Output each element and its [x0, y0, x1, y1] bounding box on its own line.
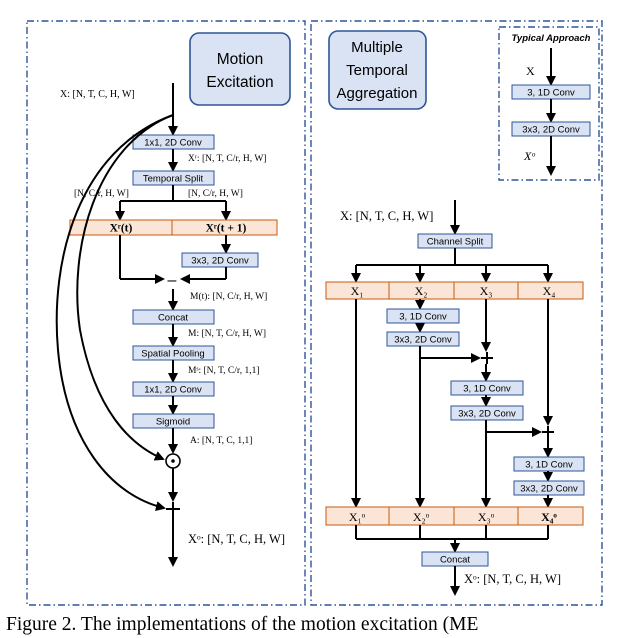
me-concat-label: Concat — [158, 313, 188, 324]
me-panel-frame — [26, 20, 306, 606]
mta-channel-split-label: Channel Split — [427, 237, 484, 248]
mta-x4o-label: X₄ᵒ — [541, 510, 557, 524]
me-xr-t1-label: Xʳ(t + 1) — [206, 223, 247, 235]
me-minus-symbol: – — [168, 272, 177, 289]
me-sigmoid-label: Sigmoid — [156, 417, 190, 428]
me-skip-curve-add — [55, 114, 174, 511]
me-mt-shape: M(t): [N, C/r, H, W] — [190, 291, 267, 302]
me-temporal-split-label: Temporal Split — [143, 174, 204, 185]
figure-caption: Figure 2. The implementations of the mot… — [6, 614, 478, 635]
typical-output-label: Xᵒ — [523, 149, 535, 163]
me-a-shape: A: [N, T, C, 1,1] — [190, 436, 252, 446]
mta-x4-conv2d-label: 3x3, 2D Conv — [520, 484, 578, 495]
mta-input-label: X: [N, T, C, H, W] — [340, 209, 433, 223]
typical-title: Typical Approach — [511, 33, 590, 44]
me-conv1b-label: 1x1, 2D Conv — [144, 385, 202, 396]
mta-x3-conv2d-label: 3x3, 2D Conv — [458, 409, 516, 420]
me-title-box — [189, 32, 291, 106]
me-input-label: X: [N, T, C, H, W] — [60, 89, 135, 100]
typical-approach-frame — [498, 26, 600, 181]
me-conv1-label: 1x1, 2D Conv — [144, 138, 202, 149]
mta-x3-label: X₃ — [480, 284, 493, 298]
me-title-line2: Excitation — [206, 74, 273, 91]
mta-title-line3: Aggregation — [337, 85, 418, 102]
me-xr-t-label: Xʳ(t) — [110, 223, 133, 235]
mta-x2o-label: X₂ᵒ — [413, 510, 430, 524]
mta-x3o-label: X₃ᵒ — [478, 510, 495, 524]
me-xr-shape: Xʳ: [N, T, C/r, H, W] — [188, 154, 266, 164]
me-m-shape: M: [N, T, C/r, H, W] — [188, 329, 266, 339]
typical-conv1d-label: 3, 1D Conv — [527, 88, 575, 99]
mta-x2-conv2d-label: 3x3, 2D Conv — [394, 335, 452, 346]
mta-title-box — [328, 30, 427, 110]
me-left-shape: [N, C/r, H, W] — [74, 189, 129, 199]
typical-conv2d-label: 3x3, 2D Conv — [522, 125, 580, 136]
typical-input-label: X — [526, 64, 535, 78]
mta-x2-label: X₂ — [415, 284, 428, 298]
mta-x4-conv1d-label: 3, 1D Conv — [525, 460, 573, 471]
mta-x4-label: X₄ — [543, 284, 556, 298]
me-title-line1: Motion — [217, 51, 264, 68]
me-spatial-pooling-label: Spatial Pooling — [141, 349, 204, 360]
mta-panel-frame — [310, 20, 603, 606]
mta-x3-conv1d-label: 3, 1D Conv — [463, 384, 511, 395]
me-conv3-label: 3x3, 2D Conv — [191, 256, 249, 267]
mta-concat-label: Concat — [440, 555, 470, 566]
me-right-shape: [N, C/r, H, W] — [188, 189, 243, 199]
mta-x2-conv1d-label: 3, 1D Conv — [399, 312, 447, 323]
mta-output-label: Xᵒ: [N, T, C, H, W] — [464, 572, 561, 586]
mta-title-line2: Temporal — [346, 62, 408, 79]
mta-x1o-label: X₁ᵒ — [349, 510, 366, 524]
me-skip-curve-multiply — [76, 114, 174, 461]
me-ms-shape: Mˢ: [N, T, C/r, 1,1] — [188, 366, 259, 376]
mta-x1-label: X₁ — [351, 284, 364, 298]
mta-x2-conv2d-box — [386, 331, 460, 347]
me-output-label: Xᵒ: [N, T, C, H, W] — [188, 532, 285, 546]
me-multiply-dot — [171, 459, 175, 463]
mta-title-line1: Multiple — [351, 39, 403, 56]
me-conv3-box — [181, 252, 259, 268]
